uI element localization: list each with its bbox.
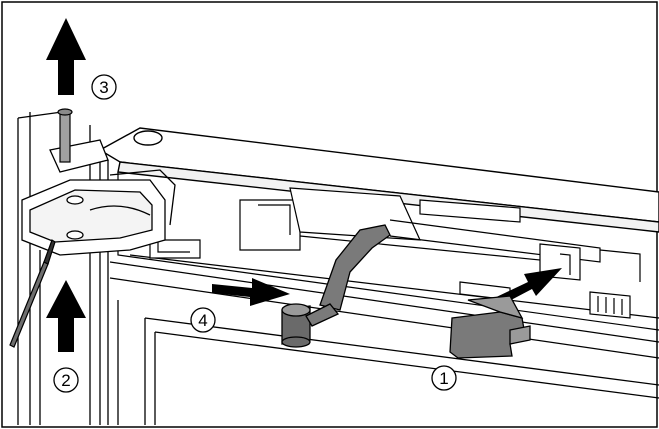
arrow-up-icon [46,280,86,352]
arrow-right-icon [212,278,290,306]
clip-icon [449,295,531,359]
callout-4: 4 [190,307,216,333]
callout-1-label: 1 [439,369,448,388]
screwdriver-icon [9,239,56,348]
callout-4-label: 4 [198,311,207,330]
callout-1: 1 [431,365,457,391]
callout-2: 2 [53,367,79,393]
glass-pane [117,300,659,425]
hinge-assembly [21,139,176,256]
callout-3: 3 [91,74,117,100]
callout-2-label: 2 [61,371,70,390]
arrow-up-icon [46,18,86,95]
lever-tool-icon [281,224,391,348]
door-inner-mechanism [109,172,659,359]
callout-3-label: 3 [99,78,108,97]
hinge-pin-icon [57,108,73,163]
